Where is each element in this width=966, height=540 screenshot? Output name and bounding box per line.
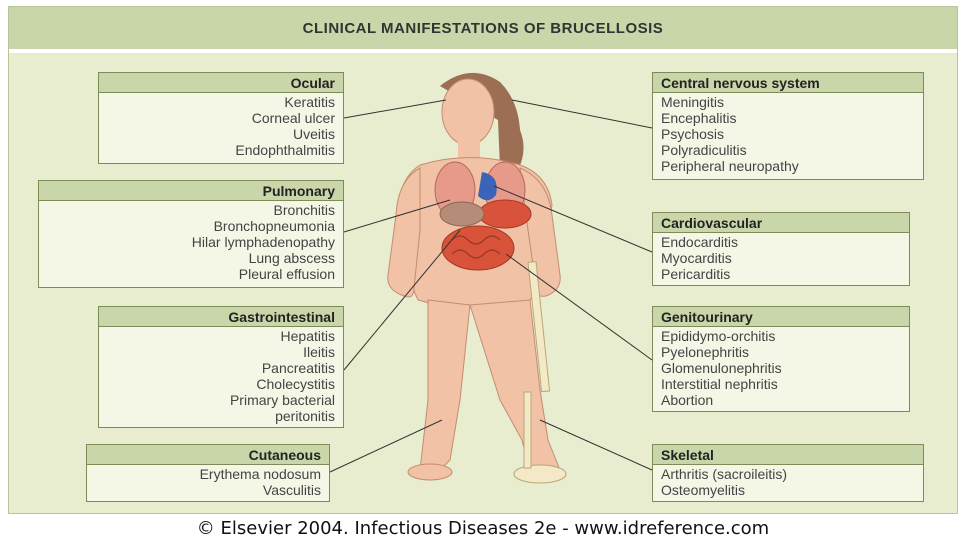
genitourinary-item: Abortion bbox=[661, 392, 901, 408]
cns-item: Meningitis bbox=[661, 94, 915, 110]
left-leg bbox=[420, 300, 470, 470]
genitourinary-item: Glomenulonephritis bbox=[661, 360, 901, 376]
cutaneous-box: Cutaneous Erythema nodosum Vasculitis bbox=[86, 444, 330, 502]
ocular-item: Uveitis bbox=[107, 126, 335, 142]
cns-item: Psychosis bbox=[661, 126, 915, 142]
cutaneous-item: Erythema nodosum bbox=[95, 466, 321, 482]
pulmonary-item: Pleural effusion bbox=[47, 266, 335, 282]
tibia-bone bbox=[524, 392, 531, 468]
cns-item: Encephalitis bbox=[661, 110, 915, 126]
skeletal-header: Skeletal bbox=[653, 445, 923, 465]
genitourinary-box: Genitourinary Epididymo-orchitis Pyelone… bbox=[652, 306, 910, 412]
gastrointestinal-item: Primary bacterial bbox=[107, 392, 335, 408]
cns-item: Polyradiculitis bbox=[661, 142, 915, 158]
pulmonary-item: Bronchopneumonia bbox=[47, 218, 335, 234]
left-arm bbox=[388, 168, 420, 297]
left-foot bbox=[408, 464, 452, 480]
right-foot-bones bbox=[514, 465, 566, 483]
gastrointestinal-item: Ileitis bbox=[107, 344, 335, 360]
stomach bbox=[479, 200, 531, 228]
ocular-box: Ocular Keratitis Corneal ulcer Uveitis E… bbox=[98, 72, 344, 164]
gastrointestinal-item: Pancreatitis bbox=[107, 360, 335, 376]
skeletal-item: Arthritis (sacroileitis) bbox=[661, 466, 915, 482]
skeletal-item: Osteomyelitis bbox=[661, 482, 915, 498]
ocular-item: Corneal ulcer bbox=[107, 110, 335, 126]
cns-box: Central nervous system Meningitis Enceph… bbox=[652, 72, 924, 180]
connector-ocular bbox=[344, 100, 446, 118]
cns-header: Central nervous system bbox=[653, 73, 923, 93]
head bbox=[442, 79, 494, 145]
cardiovascular-item: Endocarditis bbox=[661, 234, 901, 250]
pulmonary-header: Pulmonary bbox=[39, 181, 343, 201]
skeletal-box: Skeletal Arthritis (sacroileitis) Osteom… bbox=[652, 444, 924, 502]
cns-item: Peripheral neuropathy bbox=[661, 158, 915, 174]
gastrointestinal-item: Cholecystitis bbox=[107, 376, 335, 392]
gastrointestinal-header: Gastrointestinal bbox=[99, 307, 343, 327]
genitourinary-item: Interstitial nephritis bbox=[661, 376, 901, 392]
genitourinary-item: Epididymo-orchitis bbox=[661, 328, 901, 344]
copyright-credit: © Elsevier 2004. Infectious Diseases 2e … bbox=[0, 518, 966, 539]
connector-cns bbox=[512, 100, 652, 128]
pulmonary-item: Bronchitis bbox=[47, 202, 335, 218]
gastrointestinal-item: peritonitis bbox=[107, 408, 335, 424]
genitourinary-item: Pyelonephritis bbox=[661, 344, 901, 360]
cutaneous-header: Cutaneous bbox=[87, 445, 329, 465]
ocular-item: Endophthalmitis bbox=[107, 142, 335, 158]
ocular-item: Keratitis bbox=[107, 94, 335, 110]
pulmonary-box: Pulmonary Bronchitis Bronchopneumonia Hi… bbox=[38, 180, 344, 288]
cardiovascular-box: Cardiovascular Endocarditis Myocarditis … bbox=[652, 212, 910, 286]
intestines bbox=[442, 226, 514, 270]
cardiovascular-header: Cardiovascular bbox=[653, 213, 909, 233]
cardiovascular-item: Myocarditis bbox=[661, 250, 901, 266]
liver bbox=[440, 202, 484, 226]
cardiovascular-item: Pericarditis bbox=[661, 266, 901, 282]
pulmonary-item: Lung abscess bbox=[47, 250, 335, 266]
gastrointestinal-item: Hepatitis bbox=[107, 328, 335, 344]
pulmonary-item: Hilar lymphadenopathy bbox=[47, 234, 335, 250]
cutaneous-item: Vasculitis bbox=[95, 482, 321, 498]
genitourinary-header: Genitourinary bbox=[653, 307, 909, 327]
gastrointestinal-box: Gastrointestinal Hepatitis Ileitis Pancr… bbox=[98, 306, 344, 428]
ocular-header: Ocular bbox=[99, 73, 343, 93]
